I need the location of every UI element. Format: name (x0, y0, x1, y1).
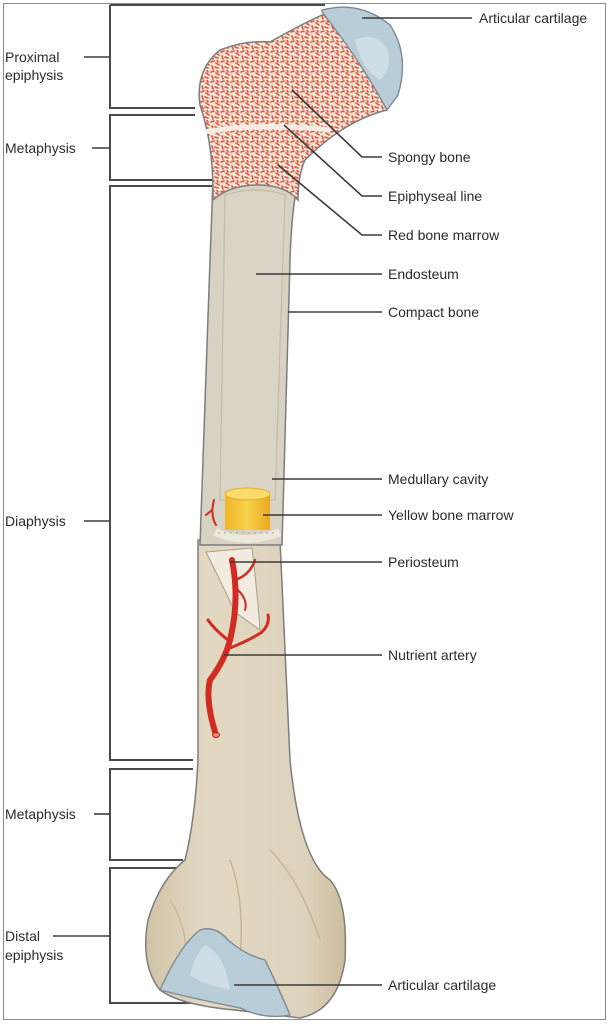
label-distal-epiphysis-line2: epiphysis (5, 947, 63, 963)
label-periosteum: Periosteum (388, 554, 459, 570)
medullary-cavity (219, 189, 286, 501)
bracket-proximal-epiphysis (109, 5, 195, 109)
leader-red-bone-marrow (277, 164, 382, 236)
label-diaphysis: Diaphysis (5, 513, 66, 529)
femur (145, 6, 404, 1019)
cartilage-highlight (190, 945, 230, 990)
region-brackets (53, 4, 325, 1004)
label-yellow-bone-marrow: Yellow bone marrow (388, 507, 514, 523)
label-articular-cartilage-top: Articular cartilage (479, 10, 587, 26)
leader-epiphyseal-line (283, 124, 382, 197)
distal-contour (229, 859, 242, 961)
leader-spongy-bone (291, 89, 382, 158)
label-proximal-epiphysis-line2: epiphysis (5, 67, 63, 83)
label-epiphyseal-line: Epiphyseal line (388, 188, 482, 204)
epiphyseal-line (204, 123, 331, 135)
region-labels: Proximal epiphysis Metaphysis Diaphysis … (5, 49, 76, 963)
cartilage-highlight (355, 36, 389, 80)
label-proximal-epiphysis-line1: Proximal (5, 49, 59, 65)
label-articular-cartilage-bottom: Articular cartilage (388, 977, 496, 993)
label-nutrient-artery: Nutrient artery (388, 647, 477, 663)
label-distal-metaphysis: Metaphysis (5, 806, 76, 822)
label-spongy-bone: Spongy bone (388, 149, 471, 165)
label-red-bone-marrow: Red bone marrow (388, 227, 500, 243)
label-medullary-cavity: Medullary cavity (388, 471, 488, 487)
leader-lines (224, 17, 472, 986)
distal-contour (269, 849, 321, 941)
label-compact-bone: Compact bone (388, 304, 479, 320)
artery-end (212, 732, 220, 738)
bracket-distal-metaphysis (109, 768, 193, 861)
label-distal-epiphysis-line1: Distal (5, 928, 40, 944)
label-proximal-metaphysis: Metaphysis (5, 140, 76, 156)
structure-labels: Articular cartilage Spongy bone Epiphyse… (388, 10, 587, 993)
distal-bone (145, 539, 347, 1019)
bracket-proximal-metaphysis (109, 114, 215, 181)
label-endosteum: Endosteum (388, 266, 459, 282)
bracket-diaphysis (109, 185, 215, 761)
yellow-bone-marrow (213, 487, 282, 543)
